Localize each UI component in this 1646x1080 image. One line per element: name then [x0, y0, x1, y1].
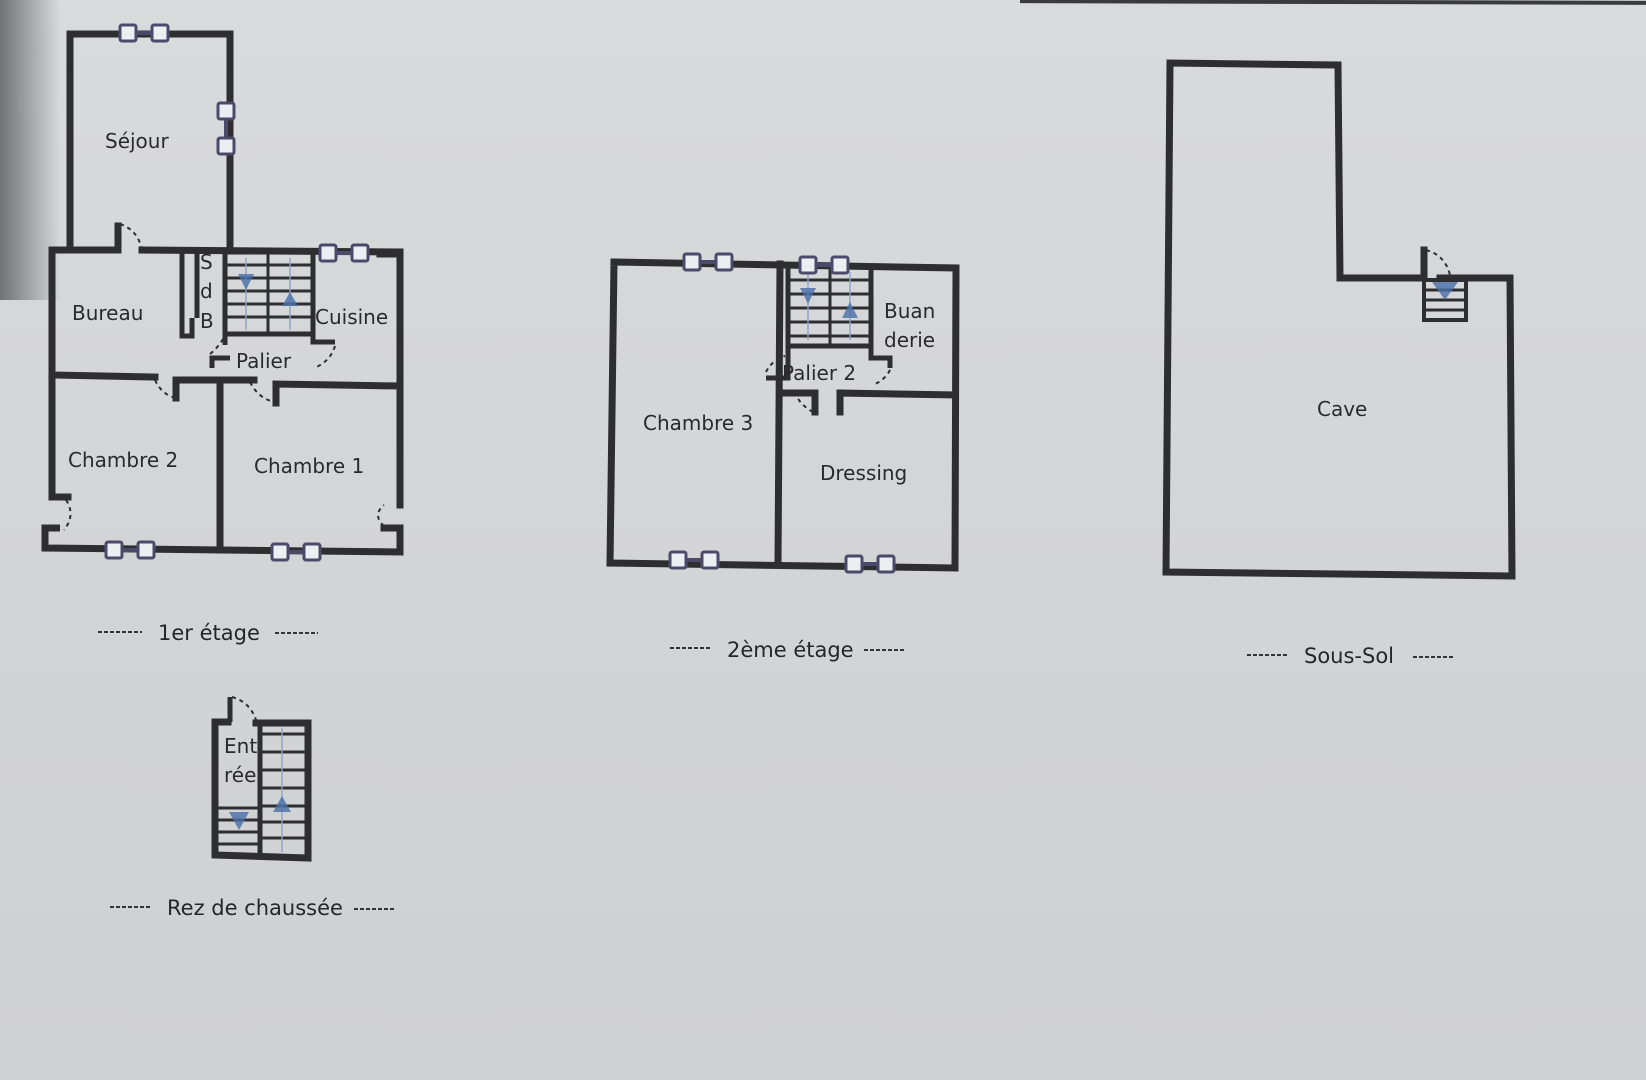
room-dressing: Dressing [820, 461, 907, 485]
wall-entree [211, 718, 312, 862]
room-sdb-d: d [200, 279, 213, 303]
room-bureau: Bureau [72, 301, 143, 325]
room-palier2: Palier 2 [782, 361, 856, 385]
door-chambre1 [249, 381, 275, 403]
room-chambre3: Chambre 3 [643, 411, 753, 435]
caption-sous-sol: Sous-Sol [1304, 644, 1394, 668]
door-bureau [119, 223, 143, 251]
window-chambre2 [104, 540, 156, 560]
plan-sous-sol: Cave Sous-Sol [1162, 59, 1516, 668]
window-cuisine [318, 243, 370, 263]
wall-bottom [41, 524, 404, 556]
stair-up-arrow-2 [842, 302, 858, 318]
door-entree [231, 696, 257, 721]
door-buanderie [872, 369, 891, 386]
stair-down-arrow [238, 274, 254, 290]
plan-2eme-etage: Chambre 3 Buan derie Palier 2 Dressing 2… [606, 252, 960, 662]
door-sdb [209, 334, 226, 355]
plan-1er-etage: Séjour Bureau S d B Cuisine Palier Chamb… [41, 23, 404, 645]
door-chambre3 [765, 355, 786, 373]
door-chambre2-left [63, 499, 72, 531]
room-sdb-b: B [200, 309, 214, 333]
door-cave [1425, 249, 1451, 276]
plan-rez-de-chaussee: Ent rée Rez de chaussée [110, 696, 395, 920]
caption-2eme-etage: 2ème étage [727, 638, 854, 662]
room-sdb-s: S [200, 250, 213, 274]
caption-rez-de-chaussee: Rez de chaussée [167, 896, 343, 920]
room-cuisine: Cuisine [315, 305, 388, 329]
wall-right [376, 250, 404, 509]
wall-cave [1162, 59, 1516, 580]
room-palier: Palier [236, 349, 292, 373]
room-chambre2: Chambre 2 [68, 448, 178, 472]
window-chambre3-top [682, 252, 734, 272]
caption-1er-etage: 1er étage [158, 621, 260, 645]
room-cave: Cave [1317, 397, 1367, 421]
stair-up-arrow [282, 292, 298, 306]
door-cuisine [313, 345, 336, 369]
room-buanderie-1: Buan [884, 299, 935, 323]
stair-down-arrow-cave [1432, 282, 1458, 300]
window-stair [798, 255, 850, 275]
door-dressing [794, 392, 814, 413]
stair-up-arrow-rdc [273, 796, 291, 812]
room-chambre1: Chambre 1 [254, 454, 364, 478]
wall-chambre3 [774, 260, 784, 567]
stair-down-arrow-2 [800, 288, 816, 304]
staircase-rdc [218, 728, 305, 852]
window-chambre1 [270, 542, 322, 562]
stair-steps [225, 263, 313, 319]
room-entree-2: rée [224, 763, 256, 787]
stair-down-arrow-rdc [229, 812, 249, 830]
room-sejour: Séjour [105, 129, 169, 153]
room-entree-1: Ent [224, 734, 257, 758]
window-sejour-top [118, 23, 170, 43]
door-chambre1-right [377, 504, 385, 527]
room-buanderie-2: derie [884, 328, 935, 352]
